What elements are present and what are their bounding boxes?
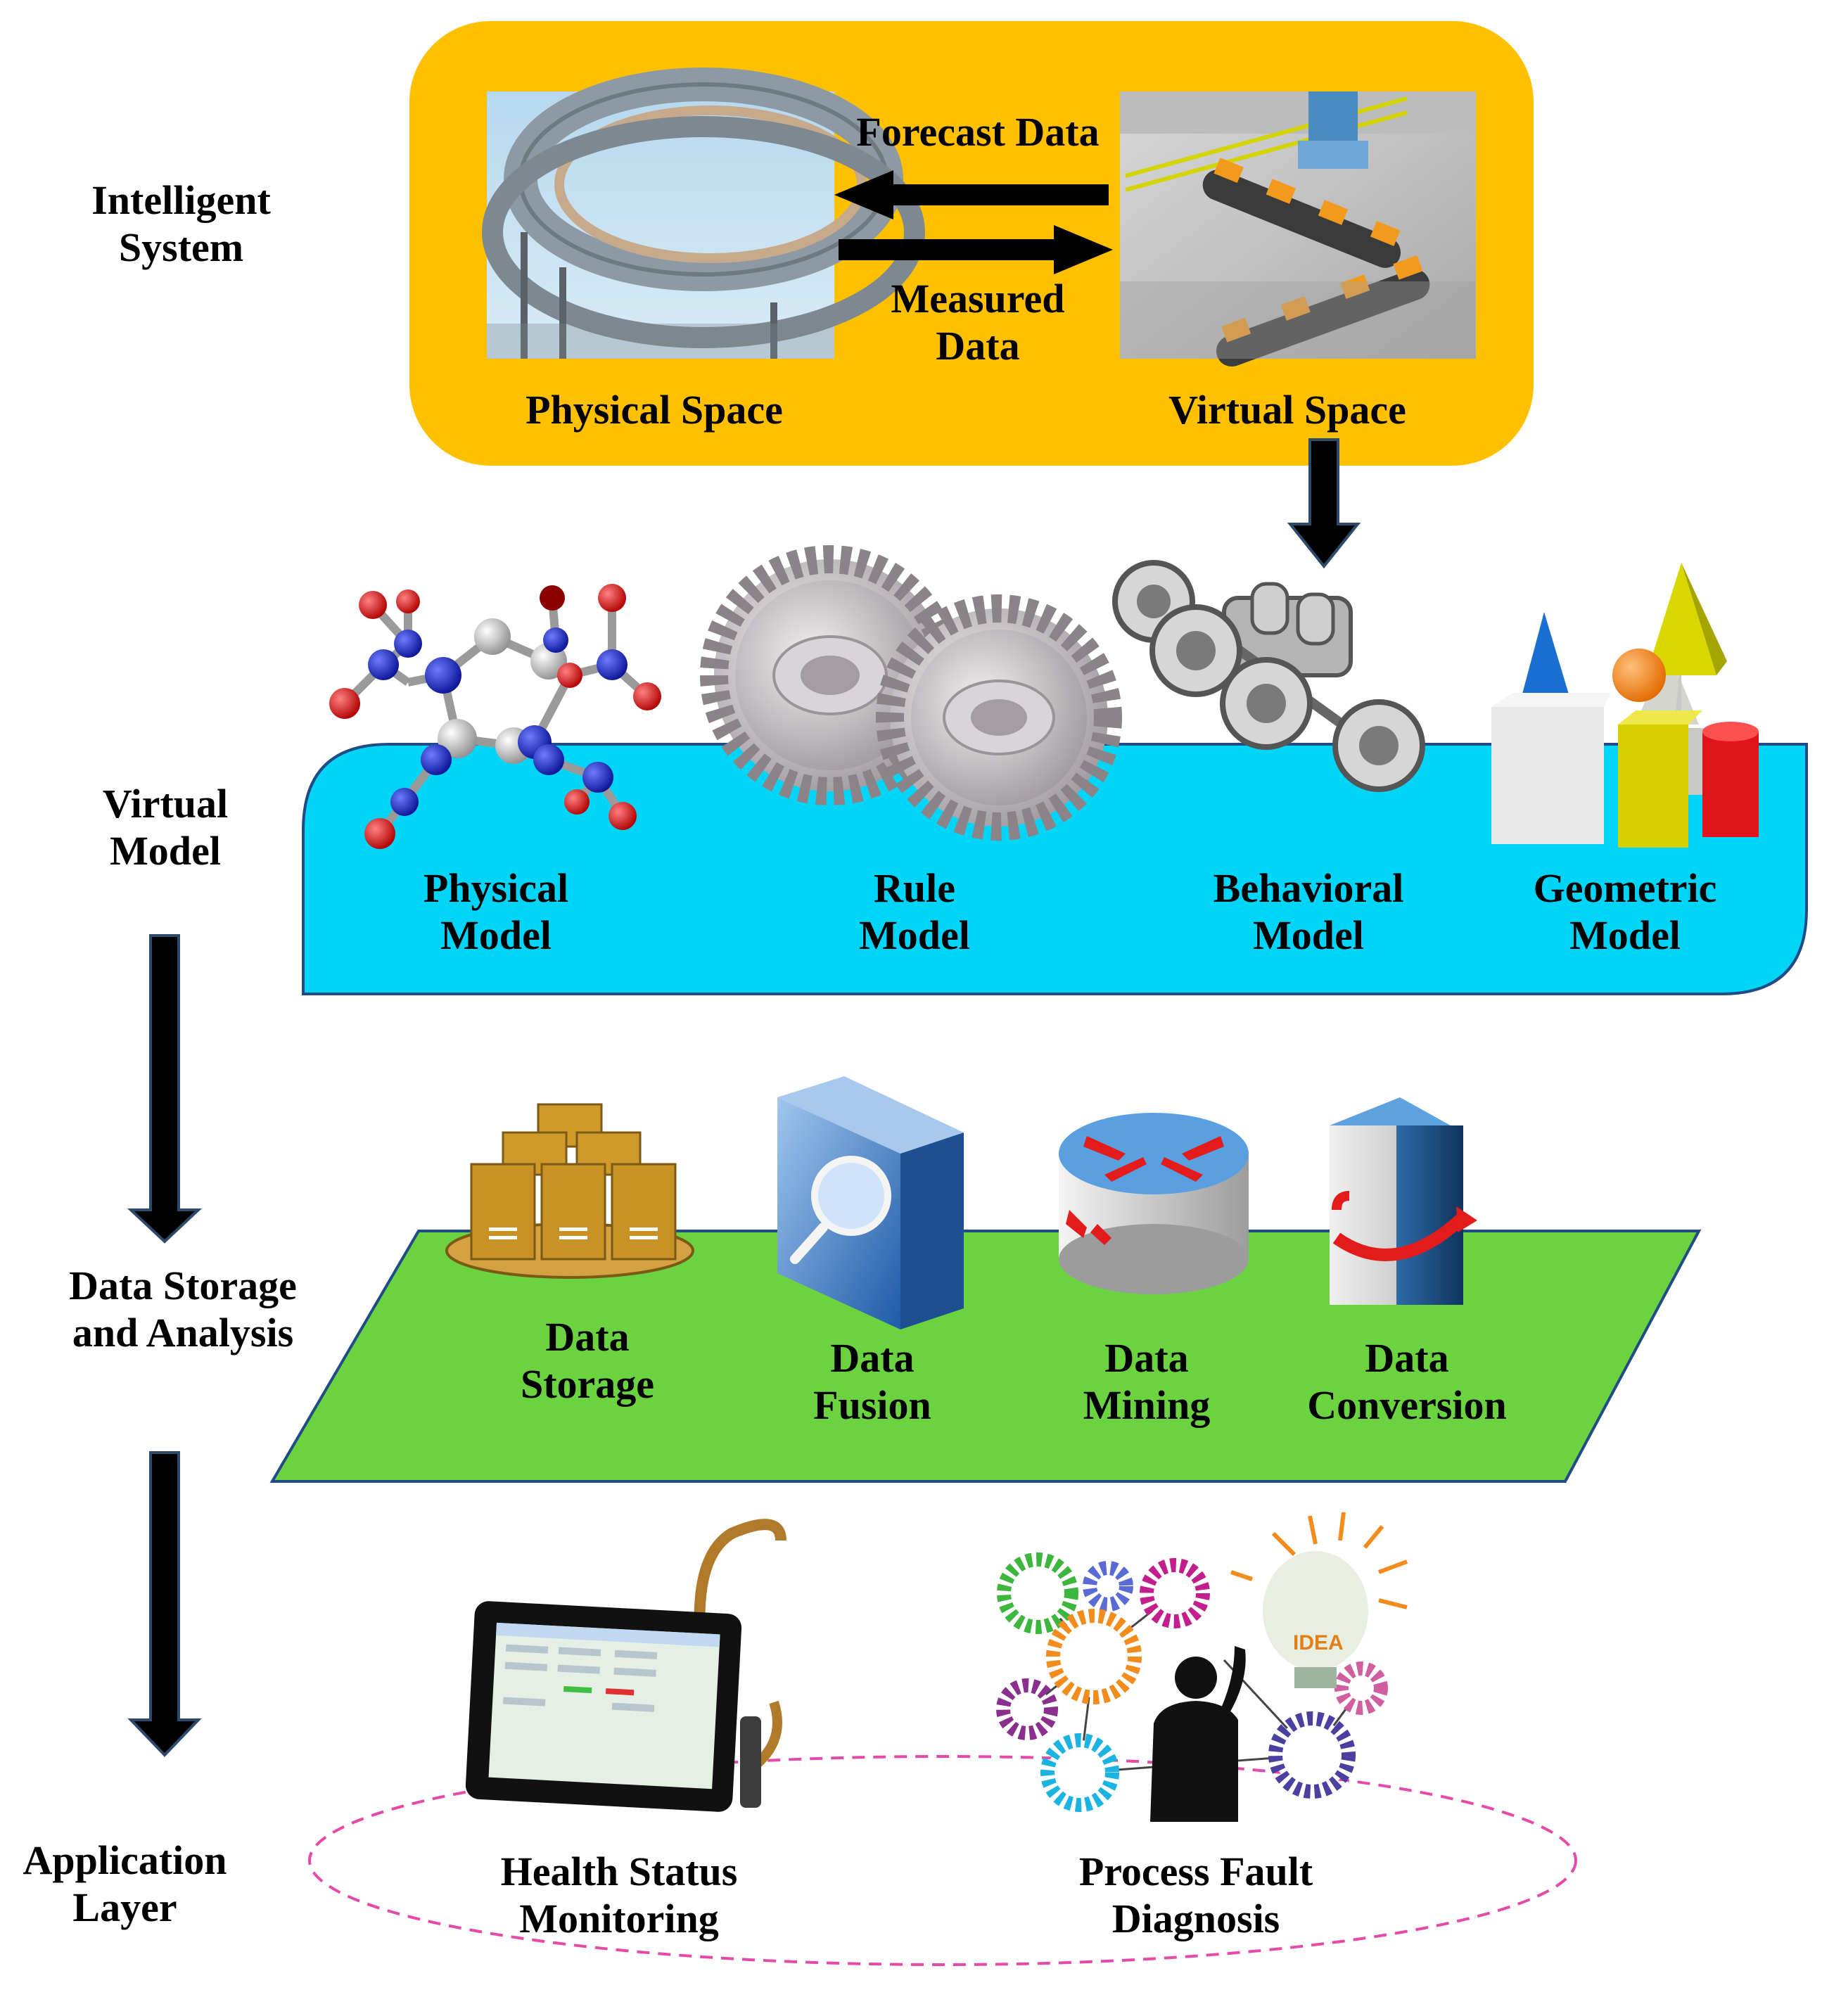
data-fusion-label: Data Fusion bbox=[813, 1335, 931, 1428]
layer-label-data-storage-analysis: Data Storage and Analysis bbox=[69, 1263, 297, 1355]
idea-bulb-word: IDEA bbox=[1293, 1631, 1344, 1654]
businessman-icon bbox=[1150, 1646, 1246, 1822]
behavioral-model-label: Behavioral Model bbox=[1213, 865, 1404, 958]
physical-space-label: Physical Space bbox=[525, 387, 783, 433]
forecast-data-label: Forecast Data bbox=[856, 109, 1100, 155]
tablet-device-icon bbox=[465, 1519, 786, 1812]
rule-model-label: Rule Model bbox=[859, 865, 970, 958]
measured-data-arrow bbox=[839, 225, 1113, 274]
data-mining-label: Data Mining bbox=[1083, 1335, 1211, 1428]
layer-label-intelligent-system: Intelligent System bbox=[91, 177, 271, 270]
virtual-space-image bbox=[1120, 91, 1476, 367]
health-status-monitoring-label: Health Status Monitoring bbox=[500, 1849, 738, 1941]
magnifier-box-icon bbox=[777, 1076, 964, 1329]
conversion-tower-icon bbox=[1330, 1097, 1477, 1305]
fault-diagnosis-illustration: IDEA bbox=[996, 1512, 1408, 1822]
data-storage-label: Data Storage bbox=[520, 1314, 655, 1407]
idea-bulb-icon: IDEA bbox=[1230, 1512, 1408, 1688]
forecast-data-arrow bbox=[834, 170, 1109, 219]
physical-model-label: Physical Model bbox=[423, 865, 569, 958]
geometric-model-label: Geometric Model bbox=[1533, 865, 1717, 958]
server-stack-icon bbox=[445, 1103, 694, 1279]
layer-label-virtual-model: Virtual Model bbox=[102, 781, 229, 874]
layer-label-application-layer: Application Layer bbox=[23, 1837, 227, 1930]
left-down-arrow-2 bbox=[127, 1451, 202, 1757]
virtual-space-label: Virtual Space bbox=[1168, 387, 1406, 433]
down-arrow-to-virtual-model bbox=[1287, 438, 1361, 569]
application-ellipse bbox=[308, 1755, 1577, 1966]
wheeled-robot-icon bbox=[1112, 560, 1425, 792]
virtual-model-panel bbox=[302, 743, 1808, 995]
measured-data-label: Measured Data bbox=[891, 276, 1065, 369]
geometric-shapes-icon bbox=[1491, 563, 1759, 848]
gears-icon bbox=[700, 545, 1122, 841]
process-fault-diagnosis-label: Process Fault Diagnosis bbox=[1078, 1849, 1313, 1941]
left-down-arrow-1 bbox=[127, 934, 203, 1244]
data-conversion-label: Data Conversion bbox=[1307, 1335, 1507, 1428]
molecule-atoms bbox=[329, 584, 661, 849]
router-icon bbox=[1059, 1113, 1249, 1294]
